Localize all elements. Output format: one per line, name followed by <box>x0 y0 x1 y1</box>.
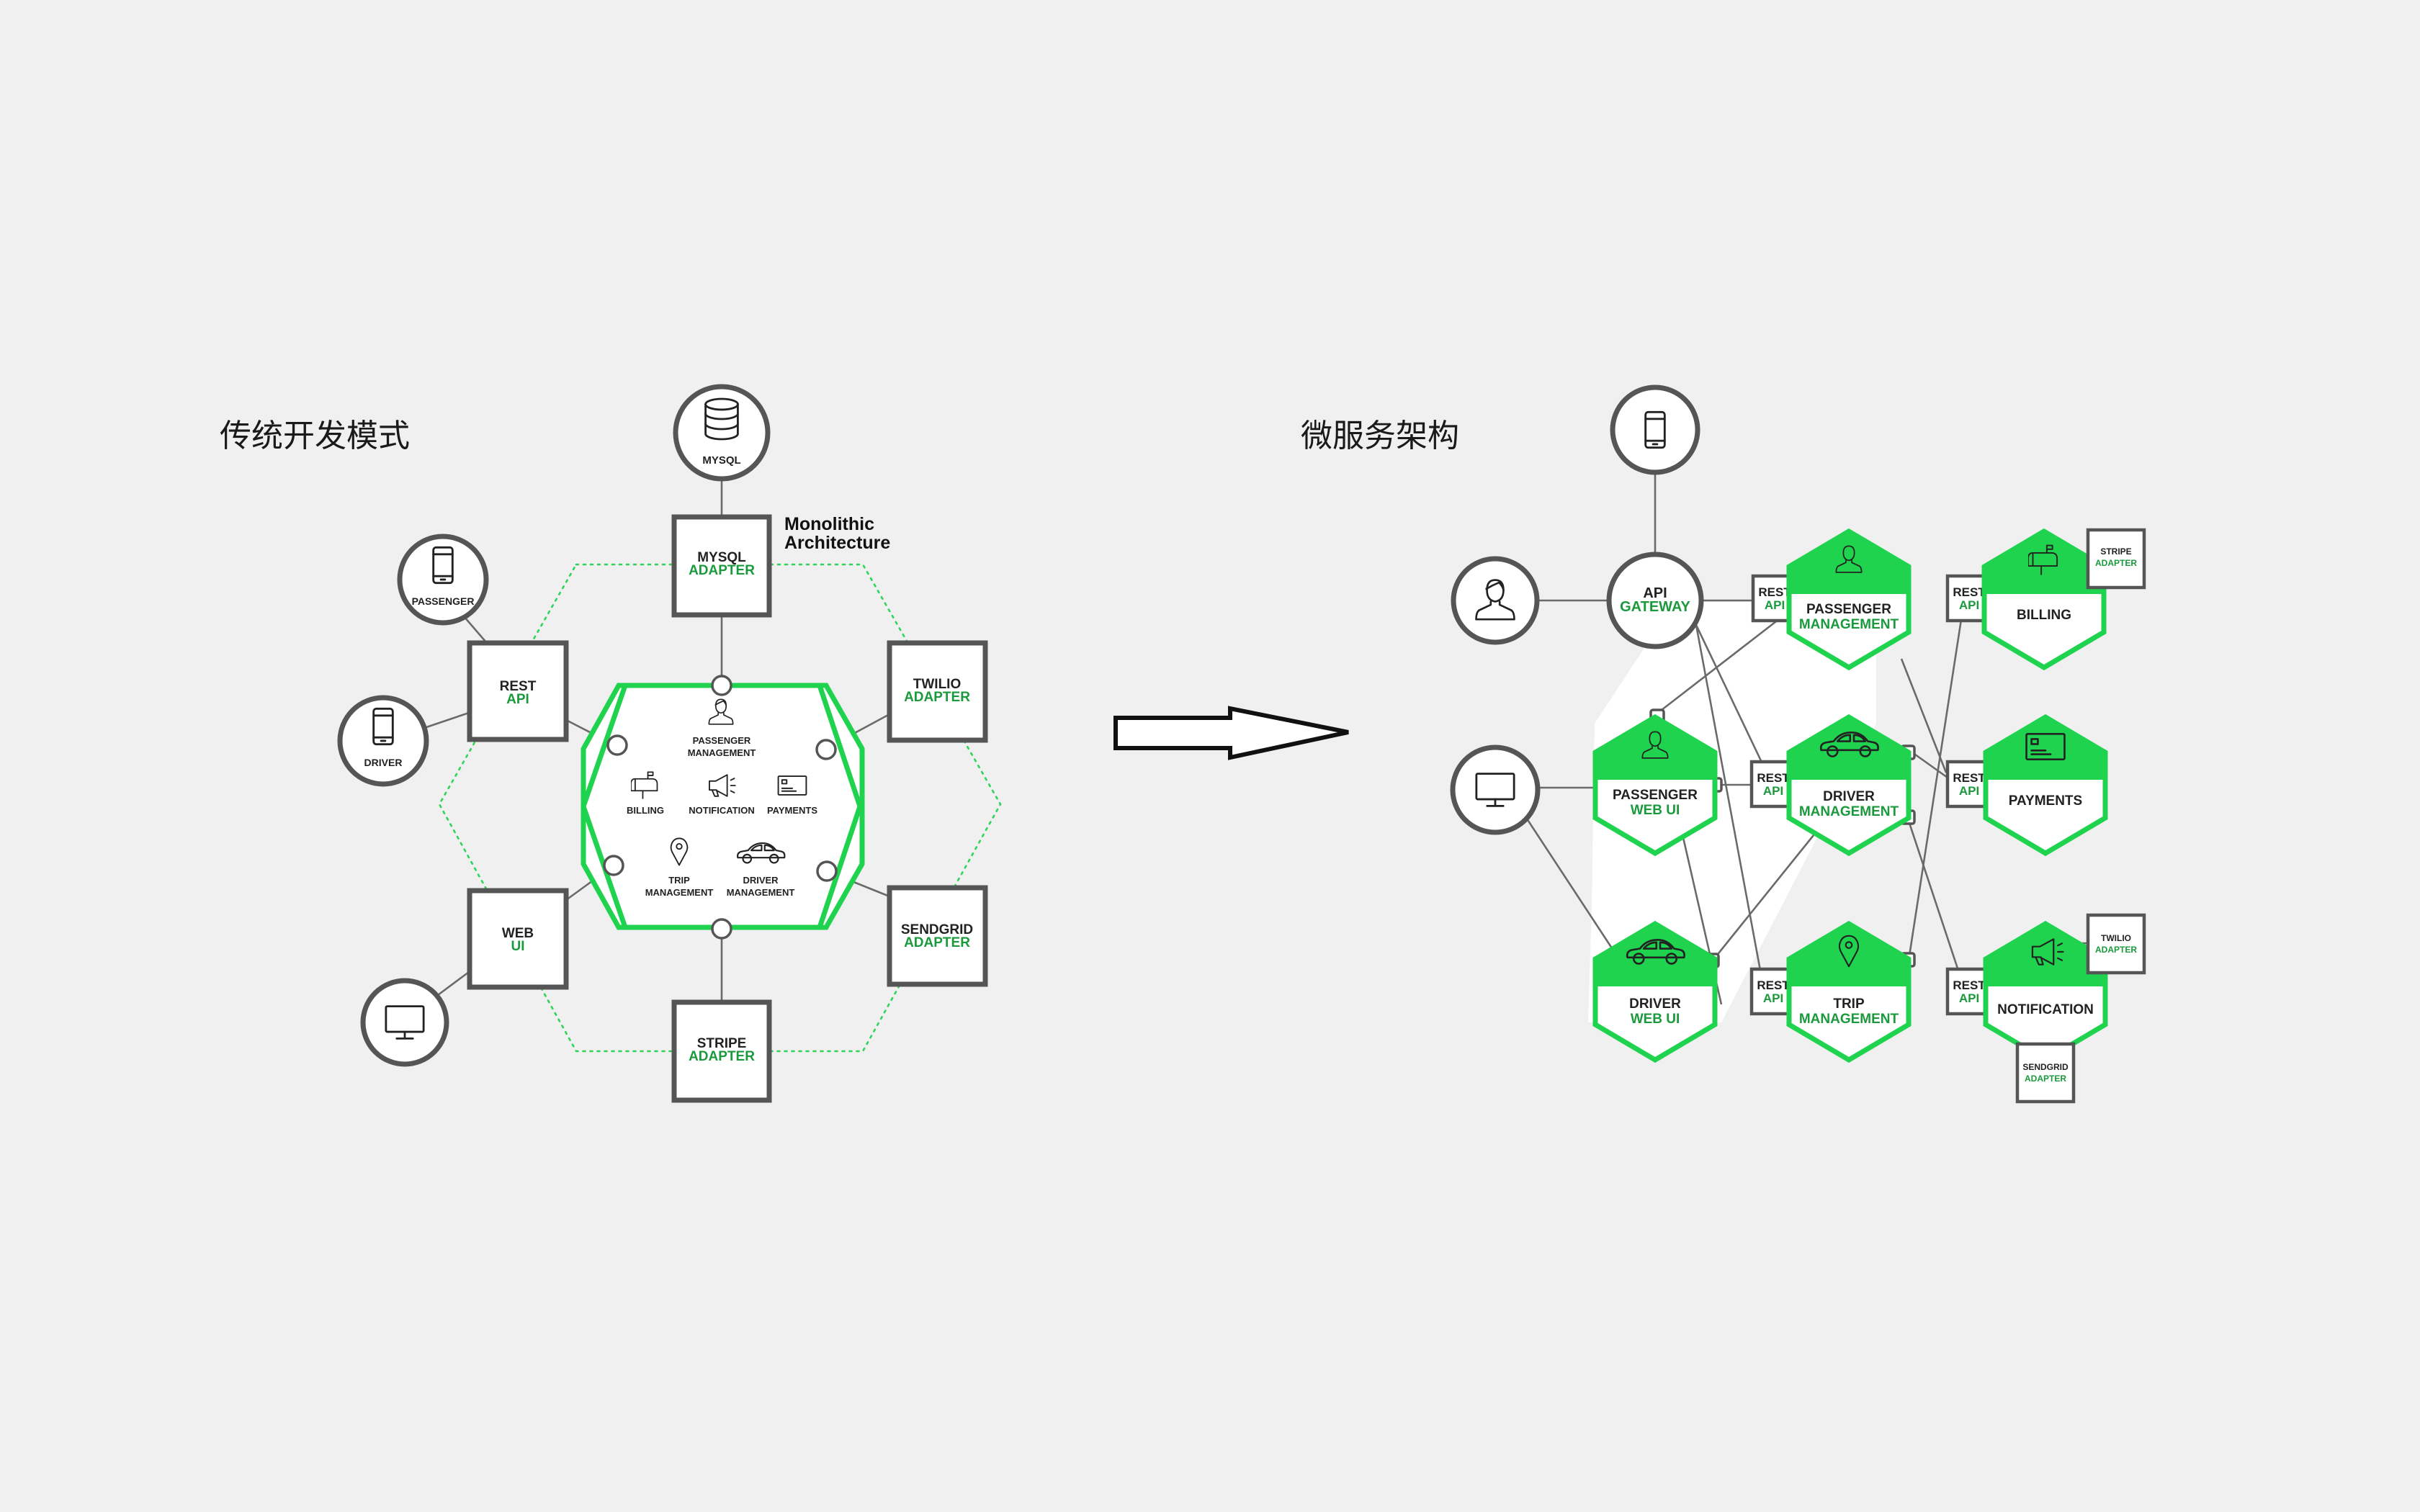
right-title: 微服务架构 <box>1301 418 1459 454</box>
svg-text:ADAPTER: ADAPTER <box>689 1049 755 1064</box>
sendgrid-adapter-mini: SENDGRID ADAPTER <box>2015 1042 2076 1104</box>
svg-text:REST: REST <box>1953 585 1986 599</box>
svg-text:API: API <box>1959 784 1979 798</box>
svg-text:PAYMENTS: PAYMENTS <box>767 805 817 816</box>
user-client-node <box>1451 556 1540 645</box>
mysql-database-node: MYSQL <box>673 384 771 482</box>
svg-text:REST: REST <box>1953 978 1986 992</box>
svg-text:TRIP: TRIP <box>1833 996 1865 1012</box>
billing-service: BILLING <box>1981 528 2107 671</box>
driver-label: DRIVER <box>364 757 403 768</box>
stripe-adapter-box: STRIPE ADAPTER <box>671 999 772 1103</box>
svg-text:BILLING: BILLING <box>627 805 664 816</box>
svg-text:DRIVER: DRIVER <box>1629 996 1681 1012</box>
svg-text:API: API <box>1643 585 1667 601</box>
svg-text:MANAGEMENT: MANAGEMENT <box>727 887 795 898</box>
core-payments: PAYMENTS <box>767 775 817 816</box>
svg-text:MANAGEMENT: MANAGEMENT <box>1799 617 1899 632</box>
core-billing: BILLING <box>627 771 664 816</box>
svg-text:MANAGEMENT: MANAGEMENT <box>1799 1012 1899 1027</box>
web-client-node <box>360 978 449 1067</box>
svg-text:PASSENGER: PASSENGER <box>1806 602 1891 617</box>
svg-text:TWILIO: TWILIO <box>913 677 961 692</box>
svg-text:WEB: WEB <box>502 926 534 941</box>
svg-text:ADAPTER: ADAPTER <box>2095 945 2137 955</box>
svg-text:API: API <box>1763 784 1783 798</box>
core-driver-management: DRIVER MANAGEMENT <box>727 842 795 898</box>
mysql-adapter-box: MYSQL ADAPTER <box>671 514 772 618</box>
passenger-web-ui-service: PASSENGER WEB UI <box>1592 714 1718 857</box>
svg-text:TWILIO: TWILIO <box>2101 933 2131 943</box>
svg-text:ADAPTER: ADAPTER <box>904 935 970 950</box>
svg-text:ADAPTER: ADAPTER <box>689 563 755 578</box>
svg-text:ADAPTER: ADAPTER <box>904 690 970 705</box>
architecture-label-line2: Architecture <box>784 533 890 553</box>
svg-text:MANAGEMENT: MANAGEMENT <box>688 747 756 758</box>
network-background <box>1588 602 1876 1022</box>
svg-text:BILLING: BILLING <box>2017 608 2071 623</box>
api-gateway-node: API GATEWAY <box>1606 552 1704 649</box>
payments-service: PAYMENTS <box>1983 714 2108 857</box>
passenger-label: PASSENGER <box>412 595 475 607</box>
svg-text:DRIVER: DRIVER <box>1823 789 1875 804</box>
svg-text:REST: REST <box>1758 585 1791 599</box>
mysql-label: MYSQL <box>702 454 740 467</box>
core-notification: NOTIFICATION <box>689 774 755 816</box>
svg-text:REST: REST <box>1953 771 1986 785</box>
svg-text:PAYMENTS: PAYMENTS <box>2009 793 2082 809</box>
desktop-client-node <box>1450 744 1541 835</box>
svg-text:STRIPE: STRIPE <box>2100 546 2131 557</box>
svg-text:UI: UI <box>511 939 525 954</box>
core-passenger-management: PASSENGER MANAGEMENT <box>688 698 756 758</box>
svg-text:TRIP: TRIP <box>668 875 690 886</box>
svg-text:REST: REST <box>500 679 537 694</box>
svg-text:SENDGRID: SENDGRID <box>901 922 973 937</box>
svg-text:MANAGEMENT: MANAGEMENT <box>1799 804 1899 819</box>
svg-text:PASSENGER: PASSENGER <box>693 735 751 746</box>
rest-api-box: REST API <box>467 640 569 742</box>
driver-management-service: DRIVER MANAGEMENT <box>1786 714 1912 857</box>
svg-text:API: API <box>1765 598 1785 612</box>
svg-text:WEB UI: WEB UI <box>1631 803 1680 818</box>
passenger-client-node: PASSENGER <box>397 534 489 626</box>
svg-text:MYSQL: MYSQL <box>697 550 746 565</box>
svg-text:MANAGEMENT: MANAGEMENT <box>645 887 714 898</box>
svg-text:API: API <box>1763 991 1783 1005</box>
trip-management-service: TRIP MANAGEMENT <box>1786 920 1912 1063</box>
driver-web-ui-service: DRIVER WEB UI <box>1592 920 1718 1063</box>
mobile-client-node <box>1610 384 1700 475</box>
svg-text:NOTIFICATION: NOTIFICATION <box>1997 1002 2094 1017</box>
svg-text:REST: REST <box>1757 771 1790 785</box>
left-title: 传统开发模式 <box>220 418 410 454</box>
web-ui-box: WEB UI <box>467 888 569 990</box>
driver-client-node: DRIVER <box>337 695 429 787</box>
core-trip-management: TRIP MANAGEMENT <box>645 837 714 898</box>
svg-text:GATEWAY: GATEWAY <box>1620 599 1690 615</box>
svg-text:API: API <box>1959 598 1979 612</box>
svg-text:WEB UI: WEB UI <box>1631 1012 1680 1027</box>
svg-text:ADAPTER: ADAPTER <box>2095 558 2137 568</box>
svg-text:DRIVER: DRIVER <box>743 875 779 886</box>
twilio-adapter-mini: TWILIO ADAPTER <box>2086 913 2146 975</box>
svg-text:REST: REST <box>1757 978 1790 992</box>
architecture-label-line1: Monolithic <box>784 514 874 534</box>
svg-text:NOTIFICATION: NOTIFICATION <box>689 805 754 816</box>
transition-arrow-icon <box>1113 706 1349 760</box>
monolith-core-hexagon <box>581 683 865 930</box>
svg-text:SENDGRID: SENDGRID <box>2022 1062 2069 1072</box>
svg-text:API: API <box>1959 991 1979 1005</box>
svg-text:PASSENGER: PASSENGER <box>1613 788 1698 803</box>
stripe-adapter-mini: STRIPE ADAPTER <box>2086 528 2146 590</box>
core-ports <box>603 675 838 940</box>
svg-text:STRIPE: STRIPE <box>697 1036 747 1051</box>
svg-text:API: API <box>506 692 529 707</box>
sendgrid-adapter-box: SENDGRID ADAPTER <box>887 885 988 987</box>
svg-text:ADAPTER: ADAPTER <box>2025 1074 2066 1084</box>
twilio-adapter-box: TWILIO ADAPTER <box>887 640 988 743</box>
passenger-management-service: PASSENGER MANAGEMENT <box>1786 528 1912 671</box>
